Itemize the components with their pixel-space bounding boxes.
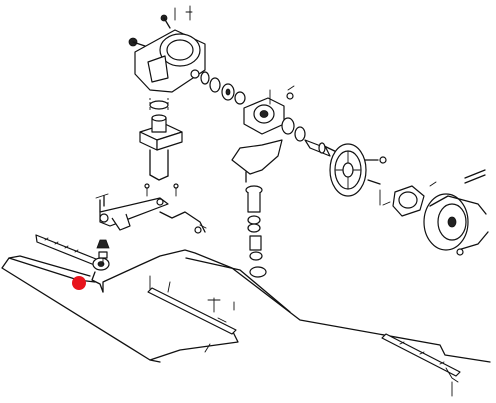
yoke-bracket — [231, 139, 283, 278]
ball-joint-fitting — [96, 239, 110, 265]
fastener-marks — [149, 98, 235, 353]
steering-arm — [95, 193, 206, 234]
highlight-marker — [72, 276, 86, 290]
tie-rod-assembly — [35, 234, 110, 293]
gearbox-housing — [128, 5, 206, 93]
wheel-hub-assembly — [379, 169, 489, 256]
lower-rod-right — [381, 333, 461, 397]
pivot-pedestal — [139, 100, 183, 197]
lower-rod-center — [147, 275, 237, 335]
frame-outline — [1, 249, 491, 363]
pulley-disc — [329, 143, 387, 197]
bearing-stack — [200, 71, 246, 105]
spindle-housing — [243, 85, 306, 142]
